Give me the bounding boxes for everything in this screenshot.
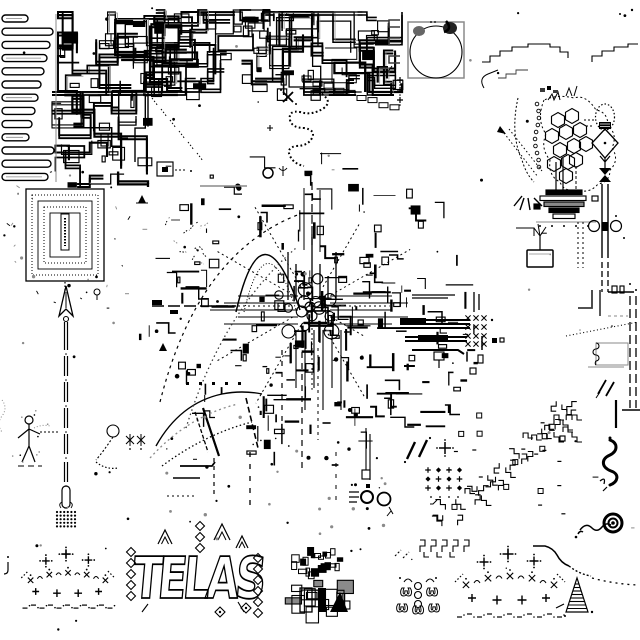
plus-grid xyxy=(425,467,463,505)
crown-ornament-left xyxy=(20,546,116,609)
maze-circuit-pattern xyxy=(51,9,404,188)
nested-frame-motif xyxy=(3,170,131,304)
small-glyphs xyxy=(3,161,454,575)
stepped-contour-lines xyxy=(481,8,638,89)
svg-text:ω: ω xyxy=(412,602,424,618)
circle-square-motif xyxy=(407,20,465,79)
right-column-doodads xyxy=(565,283,639,539)
svg-text:ω: ω xyxy=(428,600,440,616)
sparkle-column xyxy=(397,77,403,106)
creature-cluster xyxy=(497,85,616,227)
spear-motif xyxy=(55,285,77,528)
bracket-stack xyxy=(386,19,400,74)
speckle-field xyxy=(21,7,635,631)
meander-band xyxy=(431,401,582,527)
arches-and-arcs xyxy=(149,185,301,467)
svg-text:ω: ω xyxy=(400,584,412,600)
telas-logo: TELAS xyxy=(125,520,267,619)
telas-logo-text: TELAS xyxy=(130,545,266,612)
vase-totem xyxy=(587,103,640,411)
scatter-dashes xyxy=(166,382,432,530)
svg-text:ω: ω xyxy=(426,584,438,600)
rect-chain xyxy=(301,75,400,111)
flask-motif xyxy=(516,222,584,268)
glitch-block xyxy=(284,547,354,624)
striped-pyramid xyxy=(555,576,594,617)
svg-text:ω: ω xyxy=(396,600,408,616)
zigzag-row xyxy=(394,539,470,559)
striped-bars xyxy=(400,292,505,375)
human-figure-sketch xyxy=(0,399,58,467)
descending-curve xyxy=(533,545,639,586)
dotted-squiggle xyxy=(267,89,329,176)
comb-teeth-border xyxy=(1,14,57,182)
crown-ornament-right xyxy=(454,545,566,618)
